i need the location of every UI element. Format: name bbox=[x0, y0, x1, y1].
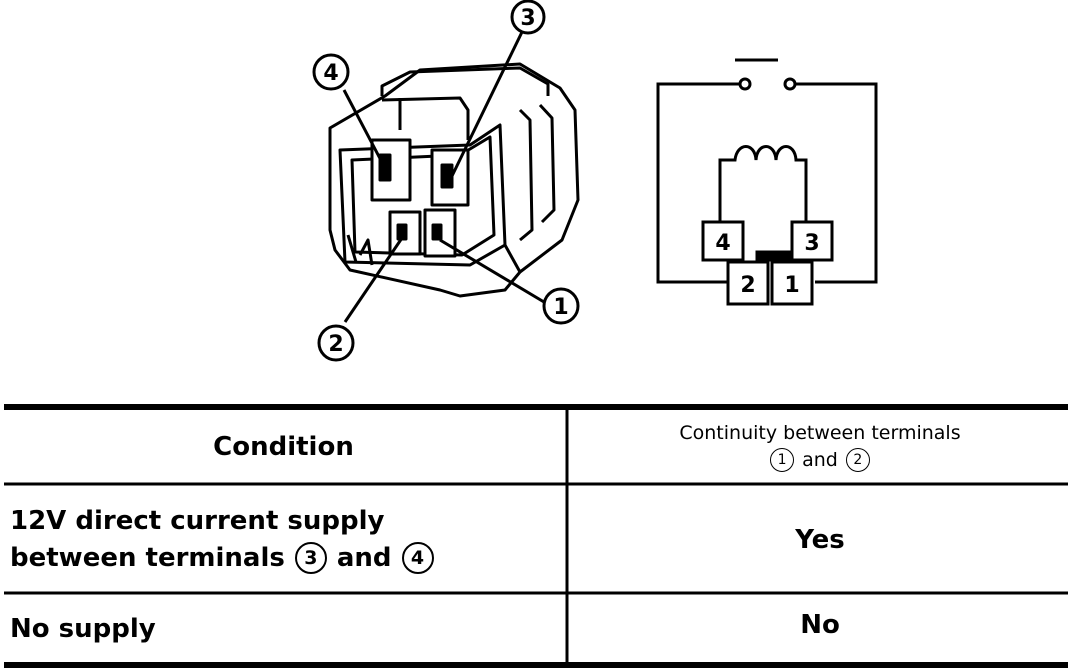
callout-4-label: 4 bbox=[323, 61, 338, 86]
callout-2-label: 2 bbox=[328, 332, 343, 357]
schematic-terminal-2-label: 2 bbox=[740, 273, 755, 298]
header-continuity-line1: Continuity between terminals bbox=[679, 422, 961, 444]
relay-coil bbox=[718, 145, 808, 222]
schematic-terminal-1: 1 bbox=[770, 260, 814, 306]
row1-condition-line2: between terminals 3 and 4 bbox=[10, 542, 434, 574]
header-continuity-and: and bbox=[802, 449, 838, 471]
row1-condition-cell: 12V direct current supply between termin… bbox=[10, 488, 560, 592]
callout-1: 1 bbox=[542, 287, 580, 325]
row2-continuity-cell: No bbox=[568, 596, 1072, 654]
schematic-terminal-4-label: 4 bbox=[715, 231, 730, 256]
header-continuity-cell: Continuity between terminals 1 and 2 bbox=[568, 410, 1072, 484]
header-continuity-line2: 1 and 2 bbox=[770, 448, 870, 472]
row1-continuity: Yes bbox=[795, 525, 845, 555]
row2-condition: No supply bbox=[10, 614, 156, 644]
relay-continuity-table: Condition Continuity between terminals 1… bbox=[0, 400, 1072, 672]
terminal-2-symbol: 2 bbox=[845, 448, 870, 472]
relay-connector-drawing bbox=[328, 31, 580, 323]
callout-2: 2 bbox=[317, 324, 355, 362]
row2-continuity: No bbox=[800, 610, 840, 640]
schematic-terminal-2: 2 bbox=[726, 260, 770, 306]
relay-circuit-schematic bbox=[656, 58, 878, 284]
relay-diagram: 4 3 2 1 4 3 2 1 bbox=[312, 0, 878, 362]
callout-1-label: 1 bbox=[553, 295, 568, 320]
row2-condition-cell: No supply bbox=[10, 596, 560, 662]
switch-contact-left bbox=[738, 77, 752, 91]
callout-3: 3 bbox=[510, 0, 546, 35]
callout-4: 4 bbox=[312, 53, 350, 91]
schematic-terminal-3-label: 3 bbox=[804, 231, 819, 256]
row1-condition-line1: 12V direct current supply bbox=[10, 506, 385, 536]
terminal-1-symbol: 1 bbox=[770, 448, 795, 472]
table-rules bbox=[4, 404, 1068, 668]
terminal-4-symbol: 4 bbox=[401, 542, 434, 574]
schematic-terminal-1-label: 1 bbox=[784, 273, 799, 298]
row1-continuity-cell: Yes bbox=[568, 488, 1072, 592]
row1-condition-prefix: between terminals bbox=[10, 543, 285, 573]
header-condition-cell: Condition bbox=[0, 410, 567, 484]
schematic-terminal-4: 4 bbox=[701, 220, 745, 262]
row1-condition-and: and bbox=[336, 543, 392, 573]
terminal-3-symbol: 3 bbox=[294, 542, 327, 574]
header-condition: Condition bbox=[213, 432, 354, 462]
switch-contact-right bbox=[783, 77, 797, 91]
schematic-terminal-3: 3 bbox=[790, 220, 834, 262]
callout-3-label: 3 bbox=[520, 6, 535, 31]
